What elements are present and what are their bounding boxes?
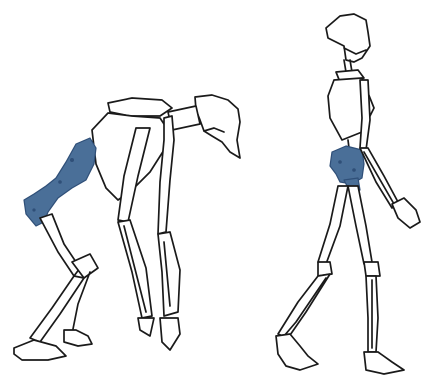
- ape-pelvis-texture-1: [70, 158, 74, 162]
- human-skull: [326, 14, 370, 62]
- human-upper-arm: [360, 80, 370, 150]
- ape-skeleton: [14, 95, 240, 360]
- human-front-foot: [364, 352, 404, 374]
- human-rear-foot: [276, 334, 318, 370]
- human-forearm-split: [364, 152, 394, 204]
- ape-shoulder-block: [108, 98, 172, 116]
- ape-rear-hand: [138, 318, 154, 336]
- human-front-femur: [348, 186, 372, 264]
- ape-pelvis-texture-3: [32, 208, 35, 211]
- ape-second-foot: [64, 330, 92, 346]
- human-pelvis: [330, 146, 364, 184]
- human-front-knee: [364, 262, 380, 276]
- ape-skull: [195, 95, 240, 158]
- human-pelvis-texture-1: [338, 160, 342, 164]
- human-rear-femur: [318, 186, 348, 264]
- human-hand: [392, 198, 420, 228]
- human-neck: [344, 60, 346, 72]
- human-skeleton: [276, 14, 420, 374]
- ape-pelvis-texture-2: [58, 180, 62, 184]
- human-pelvis-texture-2: [352, 168, 356, 172]
- ape-front-hand: [160, 318, 180, 350]
- ape-femur: [40, 214, 80, 276]
- ape-foot: [14, 340, 66, 360]
